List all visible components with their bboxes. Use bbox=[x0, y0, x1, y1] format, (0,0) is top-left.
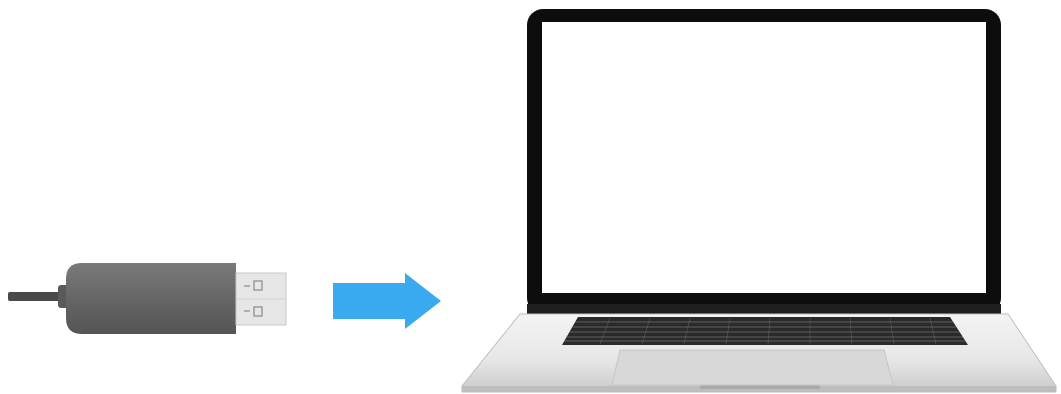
usb-body bbox=[66, 263, 236, 334]
laptop-icon bbox=[462, 9, 1056, 392]
laptop-hinge bbox=[527, 304, 1001, 314]
usb-cable bbox=[8, 292, 64, 301]
laptop-notch bbox=[700, 385, 820, 389]
laptop-trackpad bbox=[612, 350, 893, 385]
usb-plug-icon bbox=[8, 263, 286, 334]
arrow-right-icon bbox=[333, 273, 441, 329]
laptop-screen bbox=[542, 22, 986, 293]
